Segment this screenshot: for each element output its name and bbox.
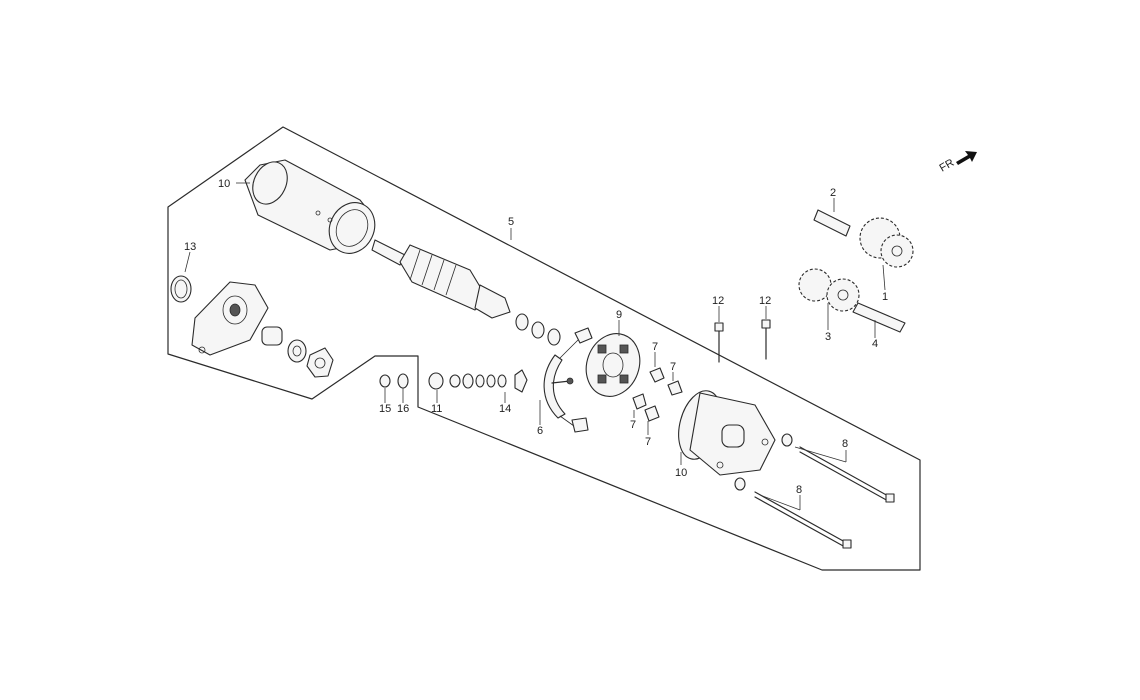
front-cover-part [191, 281, 269, 356]
o-ring-part [170, 275, 192, 303]
through-bolt-part [781, 433, 895, 503]
direction-arrow-icon [956, 151, 977, 165]
gear-part [859, 217, 914, 268]
washer-part [515, 313, 529, 331]
rear-cover-part [678, 390, 776, 476]
nut-part [379, 374, 391, 388]
callout-7-c: 7 [630, 419, 636, 431]
armature-part [371, 239, 511, 319]
brush-holder-plate-part [585, 333, 641, 397]
orientation-indicator: FR [938, 151, 977, 175]
washer-set-part [428, 372, 507, 390]
callout-7-a: 7 [652, 341, 658, 353]
callout-8-lower: 8 [796, 484, 802, 496]
brush-spring-part [667, 380, 683, 396]
callout-10-yoke: 10 [218, 178, 230, 190]
callout-5: 5 [508, 216, 514, 228]
callout-8-upper: 8 [842, 438, 848, 450]
through-bolt-part [734, 477, 852, 549]
callout-2: 2 [830, 187, 836, 199]
callout-12-right: 12 [759, 295, 771, 307]
brush-holder-bracket-part [543, 327, 593, 433]
washer-part [547, 328, 561, 346]
gear-part [798, 268, 860, 312]
leader-lines [184, 182, 886, 511]
callout-14: 14 [499, 403, 511, 415]
orientation-label: FR [938, 157, 957, 175]
callout-15: 15 [379, 403, 391, 415]
callout-7-d: 7 [645, 436, 651, 448]
callout-1: 1 [882, 291, 888, 303]
callout-12-left: 12 [712, 295, 724, 307]
callout-9: 9 [616, 309, 622, 321]
seal-part [287, 339, 307, 363]
lock-washer-part [306, 347, 334, 378]
callout-3: 3 [825, 331, 831, 343]
brush-spring-part [644, 405, 660, 422]
washer-part [397, 373, 409, 389]
callout-4: 4 [872, 338, 878, 350]
callout-6: 6 [537, 425, 543, 437]
insulator-part [514, 369, 528, 393]
washer-part [531, 321, 545, 339]
brush-spring-part [632, 393, 647, 410]
bolt-part [714, 322, 724, 363]
callout-16: 16 [397, 403, 409, 415]
brush-spring-part [649, 367, 665, 383]
callout-10-rear: 10 [675, 467, 687, 479]
shaft-part [852, 302, 906, 333]
bearing-part [261, 326, 283, 346]
yoke-housing-part [244, 159, 376, 254]
assembly-outline [167, 126, 921, 571]
shaft-part [813, 209, 851, 237]
callout-7-b: 7 [670, 361, 676, 373]
bolt-part [761, 319, 771, 360]
callout-13: 13 [184, 241, 196, 253]
callout-11: 11 [431, 403, 442, 415]
callouts: 10 13 5 2 1 3 4 12 12 9 7 7 7 7 6 14 11 … [184, 178, 888, 496]
